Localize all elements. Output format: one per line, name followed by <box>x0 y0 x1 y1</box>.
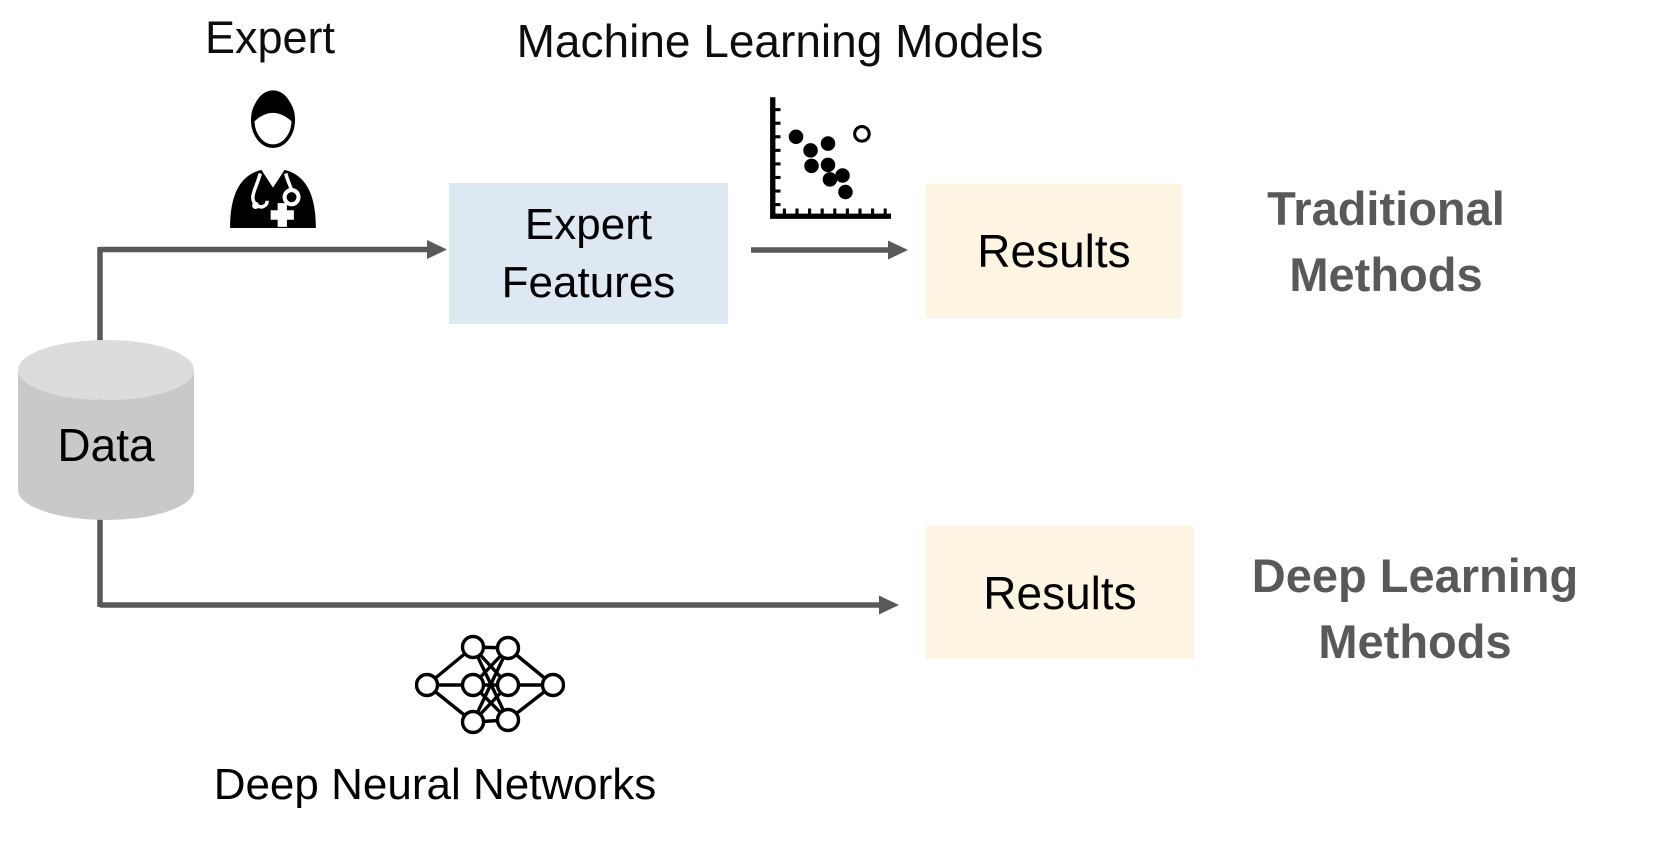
data-label: Data <box>57 419 155 471</box>
arrow-data-to-results-deep <box>100 595 899 615</box>
results-deep-label: Results <box>983 566 1137 619</box>
arrowhead-to-expert-features <box>427 240 447 259</box>
results-box-traditional: Results <box>926 184 1182 318</box>
doctor-icon <box>230 90 316 228</box>
traditional-methods-line2: Methods <box>1289 247 1483 301</box>
deep-learning-methods-label: Deep Learning Methods <box>1160 543 1658 675</box>
deep-learning-methods-line2: Methods <box>1318 614 1512 668</box>
traditional-methods-label: Traditional Methods <box>1186 176 1586 308</box>
expert-features-box: Expert Features <box>449 183 728 324</box>
arrowhead-to-results-bottom <box>879 595 899 615</box>
expert-features-line2: Features <box>501 257 676 307</box>
traditional-methods-line1: Traditional <box>1267 182 1505 235</box>
expert-features-line1: Expert <box>524 200 653 250</box>
expert-label: Expert <box>204 12 336 63</box>
arrowhead-to-results-top <box>888 240 908 260</box>
neural-network-icon <box>415 634 565 735</box>
results-box-deep: Results <box>926 526 1194 659</box>
deep-learning-methods-line1: Deep Learning <box>1251 549 1579 602</box>
arrow-features-to-results <box>751 240 908 260</box>
scatter-plot-icon <box>770 97 891 219</box>
results-traditional-label: Results <box>977 225 1131 277</box>
database-cylinder-icon <box>18 340 194 520</box>
machine-learning-models-label: Machine Learning Models <box>516 15 1044 67</box>
deep-neural-networks-label: Deep Neural Networks <box>213 760 657 809</box>
